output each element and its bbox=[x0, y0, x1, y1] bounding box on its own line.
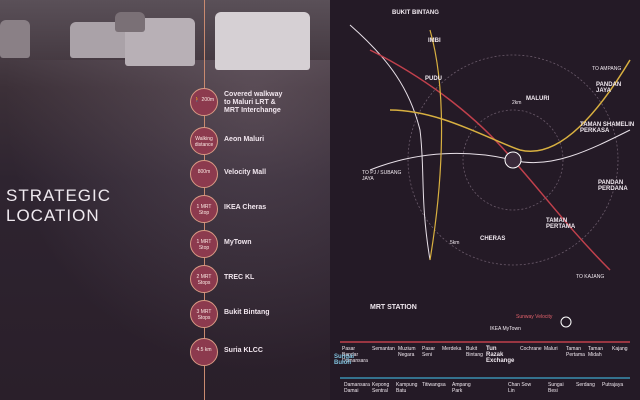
distance-badge: 1 MRT Stop bbox=[190, 230, 218, 258]
station-label: Merdeka bbox=[442, 346, 462, 352]
station-label: Sungai Besi bbox=[548, 382, 564, 394]
direction-label: TO PJ / SUBANG JAYA bbox=[362, 170, 402, 182]
highway bbox=[369, 129, 631, 171]
station-label: Chan Sow Lin bbox=[508, 382, 532, 394]
area-label: CHERAS bbox=[480, 236, 506, 242]
distance-badge: 1 MRT Stop bbox=[190, 195, 218, 223]
timeline-label: Velocity Mall bbox=[224, 169, 267, 176]
station-label: Sunway Velocity bbox=[516, 314, 553, 320]
timeline-item: 1 MRT Stop IKEA Cheras bbox=[190, 195, 330, 223]
distance-badge: 2 MRT Stops bbox=[190, 265, 218, 293]
page-title: STRATEGIC LOCATION bbox=[6, 186, 111, 226]
station-label: Sungai Buloh bbox=[334, 354, 355, 366]
lrt-line bbox=[389, 59, 631, 153]
station-label: Kepong Sentral bbox=[372, 382, 390, 394]
distance-badge: 🚶 200m bbox=[190, 88, 218, 116]
timeline-item: Walking distance Aeon Maluri bbox=[190, 127, 330, 155]
mrt-line-diagram bbox=[340, 316, 630, 379]
title-line: LOCATION bbox=[6, 206, 100, 225]
timeline-item: 🚶 200m Covered walkway to Maluri LRT & M… bbox=[190, 88, 330, 116]
station-label: Semantan bbox=[372, 346, 395, 352]
station-label: Taman Pertama bbox=[566, 346, 585, 358]
station-label: Kajang bbox=[612, 346, 628, 352]
radius-ring bbox=[407, 54, 619, 266]
timeline-label: Suria KLCC bbox=[224, 347, 263, 354]
timeline-label: Covered walkway to Maluri LRT & MRT Inte… bbox=[224, 91, 283, 114]
timeline-label: Bukit Bintang bbox=[224, 309, 270, 316]
car bbox=[215, 12, 310, 70]
station-label: Ampang Park bbox=[452, 382, 471, 394]
area-label: PUDU bbox=[425, 76, 443, 82]
station-label: IKEA MyTown bbox=[490, 326, 521, 332]
radius-ring bbox=[462, 109, 564, 211]
station-label: Cochrane bbox=[520, 346, 542, 352]
station-label: Serdang bbox=[576, 382, 595, 388]
timeline-label: MyTown bbox=[224, 239, 252, 246]
direction-label: TO AMPANG bbox=[592, 66, 622, 72]
station-label: Titiwangsa bbox=[422, 382, 446, 388]
timeline-item: 2 MRT Stops TREC KL bbox=[190, 265, 330, 293]
timeline-label: Aeon Maluri bbox=[224, 136, 265, 143]
location-map: BUKIT BINTANG IMBI PUDU MALURI PANDAN JA… bbox=[330, 0, 640, 300]
radius-label: 5km bbox=[450, 240, 460, 246]
station-label: Pasar Bandar Dumansara bbox=[342, 346, 368, 364]
station-label: Kampung Batu bbox=[396, 382, 418, 394]
area-label: PANDAN PERDANA bbox=[598, 180, 628, 192]
direction-label: TO KAJANG bbox=[576, 274, 605, 280]
timeline-label: TREC KL bbox=[224, 274, 255, 281]
station-label: Maluri bbox=[544, 346, 558, 352]
lrt-line bbox=[429, 29, 443, 261]
distance-badge: Walking distance bbox=[190, 127, 218, 155]
car bbox=[115, 12, 145, 32]
station-label: Pasar Seni bbox=[422, 346, 436, 358]
timeline-item: 4.5 km Suria KLCC bbox=[190, 338, 330, 366]
background-photo bbox=[0, 0, 330, 400]
timeline-item: 1 MRT Stop MyTown bbox=[190, 230, 330, 258]
distance-badge: 3 MRT Stops bbox=[190, 300, 218, 328]
area-label: TAMAN SHAMELIN PERKASA bbox=[580, 122, 635, 134]
map-graphic bbox=[349, 24, 631, 271]
radius-label: 2km bbox=[512, 100, 522, 106]
station-label: Tun Razak Exchange bbox=[486, 346, 515, 364]
area-label: TAMAN PERTAMA bbox=[546, 218, 576, 230]
area-label: PANDAN JAYA bbox=[596, 82, 622, 94]
distance-badge: 4.5 km bbox=[190, 338, 218, 366]
timeline-item: 800m Velocity Mall bbox=[190, 160, 330, 188]
station-label: Muzium Negara bbox=[398, 346, 416, 358]
station-label: Putrajaya bbox=[602, 382, 624, 388]
title-line: STRATEGIC bbox=[6, 186, 112, 205]
station-label: Taman Midah bbox=[588, 346, 604, 358]
location-pin-icon bbox=[504, 151, 522, 169]
location-pin-icon bbox=[560, 316, 572, 328]
distance-badge: 800m bbox=[190, 160, 218, 188]
station-label: Damansara Damai bbox=[344, 382, 370, 394]
timeline-label: IKEA Cheras bbox=[224, 204, 267, 211]
timeline-item: 3 MRT Stops Bukit Bintang bbox=[190, 300, 330, 328]
mrt-station-panel: MRT STATION Sunway Velocity IKEA MyTown … bbox=[330, 300, 640, 400]
area-label: MALURI bbox=[526, 96, 550, 102]
car bbox=[0, 20, 30, 58]
mrt-title: MRT STATION bbox=[370, 304, 417, 311]
road bbox=[0, 60, 330, 400]
area-label: BUKIT BINTANG bbox=[392, 10, 439, 16]
area-label: IMBI bbox=[428, 38, 441, 44]
station-label: Bukit Bintang bbox=[466, 346, 483, 358]
